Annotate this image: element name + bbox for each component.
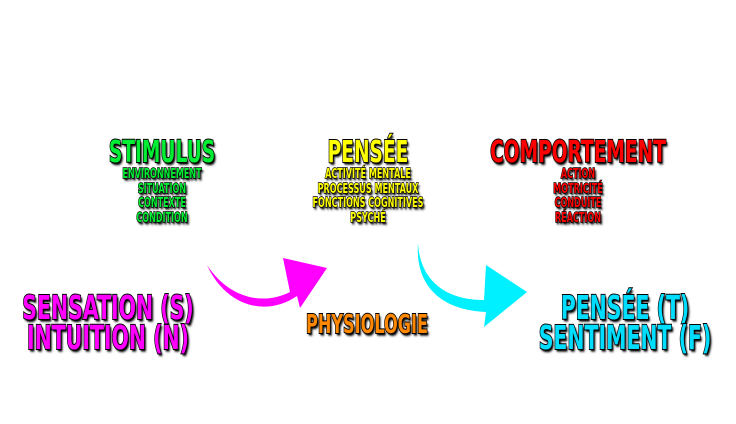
comportement-title: COMPORTEMENT [489, 135, 666, 170]
stimulus-item: SITUATION [137, 181, 187, 197]
comportement-item: CONDUITE [554, 196, 602, 211]
stimulus-item: CONDITION [136, 210, 188, 226]
stimulus-title: STIMULUS [108, 135, 216, 170]
magenta-curved-arrow [207, 258, 327, 308]
pensee-item: ACTIVITÉ MENTALE [325, 167, 412, 182]
comportement-item: ACTION [560, 167, 596, 182]
sensation-text: SENSATION (S) [22, 288, 195, 327]
comportement-item: RÉACTION [555, 210, 602, 226]
stimulus-item: ENVIRONNEMENT [122, 167, 202, 182]
comportement-list: ACTION MOTRICITÉ CONDUITE RÉACTION [553, 167, 603, 226]
pensee-item: FONCTIONS COGNITIVES [312, 196, 424, 211]
pensee-list: ACTIVITÉ MENTALE PROCESSUS MENTAUX FONCT… [312, 167, 424, 226]
stimulus-list: ENVIRONNEMENT SITUATION CONTEXTE CONDITI… [122, 167, 202, 226]
intuition-text: INTUITION (N) [26, 318, 189, 357]
perception-label: SENSATION (S) INTUITION (N) [22, 288, 195, 357]
jugement-label: PENSÉE (T) SENTIMENT (F) [538, 288, 712, 357]
pensee-item: PROCESSUS MENTAUX [317, 181, 419, 197]
pensee-item: PSYCHÉ [350, 210, 386, 226]
comportement-item: MOTRICITÉ [553, 181, 603, 197]
pensee-title: PENSÉE [327, 135, 409, 170]
stimulus-item: CONTEXTE [138, 196, 187, 211]
pensee-t-text: PENSÉE (T) [560, 288, 690, 327]
cyan-curved-arrow [417, 243, 527, 327]
sentiment-text: SENTIMENT (F) [538, 318, 712, 357]
physiologie-label: PHYSIOLOGIE [305, 310, 428, 340]
